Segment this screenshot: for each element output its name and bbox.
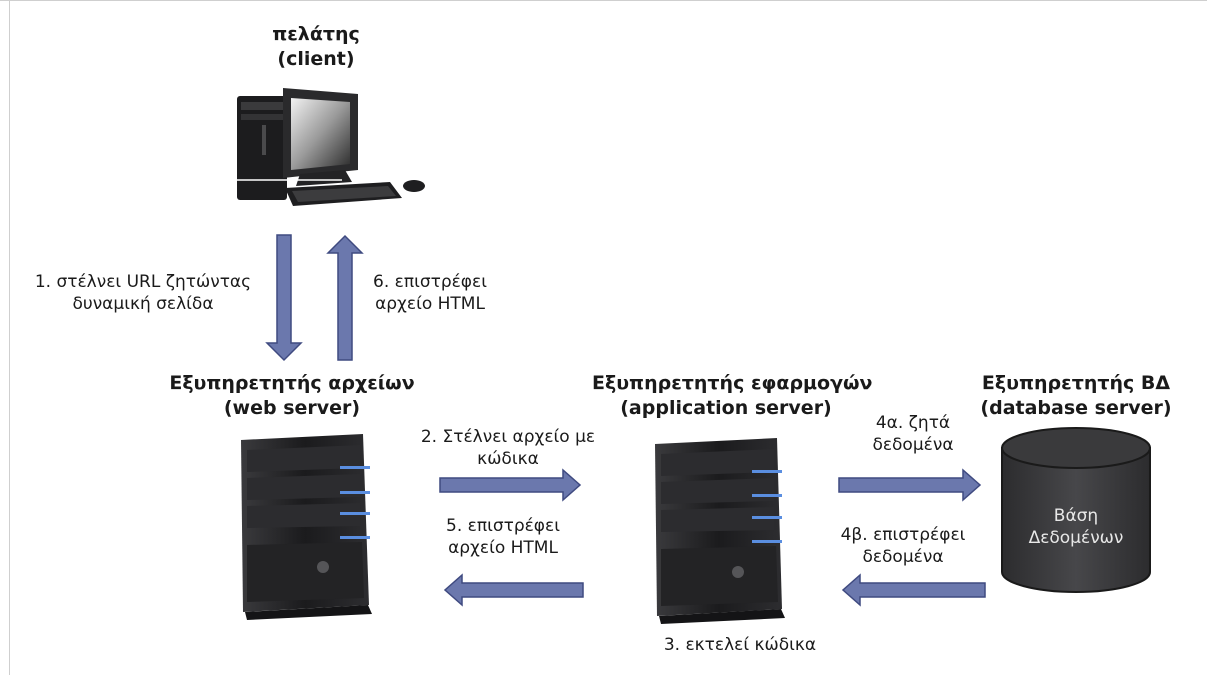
step-5-line2: αρχείο HTML [448,538,558,559]
step-4a-label: 4α. ζητά δεδομένα [848,412,978,456]
web-server-title: Εξυπηρετητής αρχείων (web server) [168,371,416,420]
frame-top-border [0,0,1207,1]
step-5-line1: 5. επιστρέφει [446,516,560,536]
step-1-line2: δυναμική σελίδα [72,294,214,315]
arrow-left-db-to-app [841,573,986,607]
frame-left-border [9,0,10,675]
app-server-title-line2: (application server) [620,396,832,419]
step-4a-line2: δεδομένα [872,435,954,456]
step-4b-line1: 4β. επιστρέφει [840,525,966,545]
step-6-line1: 6. επιστρέφει [373,272,487,292]
arrow-right-web-to-app [439,468,582,502]
step-4a-line1: 4α. ζητά [875,413,951,433]
arrow-down-client-to-web [265,234,303,362]
step-1-line1: 1. στέλνει URL ζητώντας [34,272,252,292]
database-cylinder-icon [1001,427,1151,593]
app-server-title: Εξυπηρετητής εφαρμογών (application serv… [592,371,873,420]
step-6-line2: αρχείο HTML [375,294,485,315]
arrow-up-web-to-client [326,234,364,361]
web-server-title-line1: Εξυπηρετητής αρχείων [169,372,415,394]
step-1-label: 1. στέλνει URL ζητώντας δυναμική σελίδα [12,271,274,315]
web-server-title-line2: (web server) [223,396,361,419]
web-server-tower-icon [241,434,372,620]
step-6-label: 6. επιστρέφει αρχείο HTML [360,271,500,315]
client-computer-icon [232,88,425,206]
client-title: πελάτης (client) [246,22,386,71]
arrow-right-app-to-db [838,468,982,502]
client-title-line2: (client) [277,47,355,70]
db-label: Βάση Δεδομένων [1002,505,1150,549]
application-server-tower-icon [655,438,785,624]
step-5-label: 5. επιστρέφει αρχείο HTML [428,515,578,559]
step-2-label: 2. Στέλνει αρχείο με κώδικα [408,426,608,470]
step-4b-label: 4β. επιστρέφει δεδομένα [818,524,988,568]
db-server-title: Εξυπηρετητής ΒΔ (database server) [968,371,1184,420]
db-label-line1: Βάση [1053,506,1099,526]
step-3-label: 3. εκτελεί κώδικα [640,634,840,656]
step-4b-line2: δεδομένα [862,547,944,568]
db-server-title-line2: (database server) [980,396,1172,419]
db-label-line2: Δεδομένων [1028,528,1124,549]
step-3-text: 3. εκτελεί κώδικα [663,635,817,655]
step-2-line2: κώδικα [477,449,539,470]
arrow-left-app-to-web [443,573,584,607]
client-title-line1: πελάτης [272,23,360,45]
db-server-title-line1: Εξυπηρετητής ΒΔ [981,372,1171,394]
step-2-line1: 2. Στέλνει αρχείο με [420,427,596,447]
app-server-title-line1: Εξυπηρετητής εφαρμογών [592,372,873,394]
